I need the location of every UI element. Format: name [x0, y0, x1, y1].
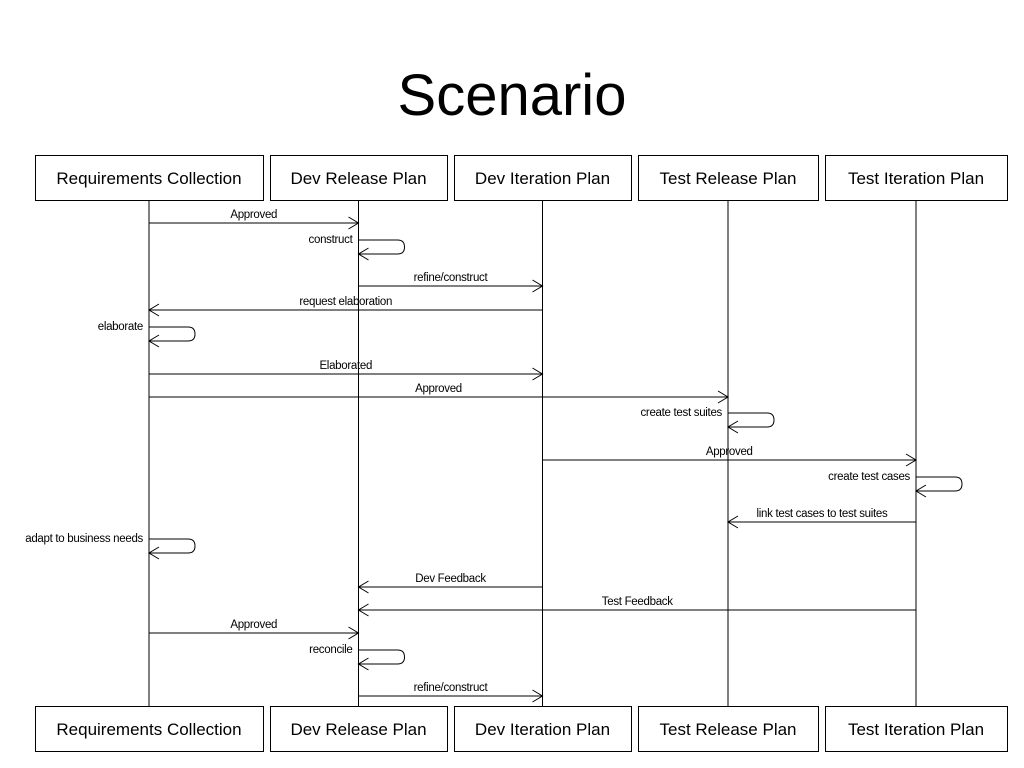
self-message-label: construct — [309, 234, 354, 246]
participant-label-bottom: Dev Iteration Plan — [475, 720, 610, 739]
self-message-label: create test suites — [640, 407, 722, 419]
self-message-loop — [149, 326, 196, 342]
participant-label-bottom: Test Release Plan — [659, 720, 796, 739]
message-label: request elaboration — [299, 296, 392, 308]
message-arrowhead — [357, 603, 369, 617]
self-message-arrowhead — [148, 546, 160, 560]
self-message-label: elaborate — [98, 321, 143, 333]
message-arrowhead — [532, 279, 544, 293]
participant-label-top: Dev Release Plan — [290, 169, 426, 188]
participant-box-bottom — [825, 706, 1008, 752]
self-message-loop — [728, 412, 775, 428]
participant-box-bottom — [454, 706, 632, 752]
participant-box-bottom — [270, 706, 448, 752]
participant-box-top — [35, 155, 264, 201]
message-arrowhead — [348, 216, 360, 230]
message-label: Approved — [230, 619, 277, 631]
participant-box-bottom — [638, 706, 819, 752]
message-label: Approved — [415, 383, 462, 395]
self-message-arrowhead — [727, 420, 739, 434]
message-arrowhead — [148, 303, 160, 317]
message-label: link test cases to test suites — [757, 508, 889, 520]
message-arrowhead — [348, 626, 360, 640]
self-message-label: adapt to business needs — [25, 533, 143, 545]
self-message-arrowhead — [915, 484, 927, 498]
participant-label-top: Requirements Collection — [56, 169, 241, 188]
message-label: refine/construct — [414, 272, 489, 284]
self-message-label: create test cases — [828, 471, 910, 483]
message-arrowhead — [357, 580, 369, 594]
self-message-loop — [149, 538, 196, 554]
message-label: Dev Feedback — [415, 573, 486, 585]
self-message-loop — [358, 649, 406, 665]
participant-label-top: Test Release Plan — [659, 169, 796, 188]
self-message-arrowhead — [357, 657, 369, 671]
message-arrowhead — [905, 453, 917, 467]
message-arrowhead — [532, 689, 544, 703]
participant-box-top — [270, 155, 448, 201]
message-label: refine/construct — [414, 682, 489, 694]
participant-label-bottom: Test Iteration Plan — [848, 720, 984, 739]
self-message-arrowhead — [148, 334, 160, 348]
slide-title: Scenario — [397, 63, 627, 128]
message-arrowhead — [727, 515, 739, 529]
message-label: Test Feedback — [602, 596, 673, 608]
self-message-arrowhead — [357, 247, 369, 261]
participant-box-top — [638, 155, 819, 201]
participant-label-top: Dev Iteration Plan — [475, 169, 610, 188]
participant-label-bottom: Dev Release Plan — [290, 720, 426, 739]
participant-label-bottom: Requirements Collection — [56, 720, 241, 739]
message-label: Approved — [706, 446, 753, 458]
message-label: Approved — [230, 209, 277, 221]
message-arrowhead — [717, 390, 729, 404]
participant-label-top: Test Iteration Plan — [848, 169, 984, 188]
participant-box-top — [825, 155, 1008, 201]
self-message-label: reconcile — [309, 644, 352, 656]
participant-box-top — [454, 155, 632, 201]
self-message-loop — [916, 476, 963, 492]
message-arrowhead — [532, 367, 544, 381]
message-label: Elaborated — [319, 360, 372, 372]
self-message-loop — [358, 239, 406, 255]
participant-box-bottom — [35, 706, 264, 752]
